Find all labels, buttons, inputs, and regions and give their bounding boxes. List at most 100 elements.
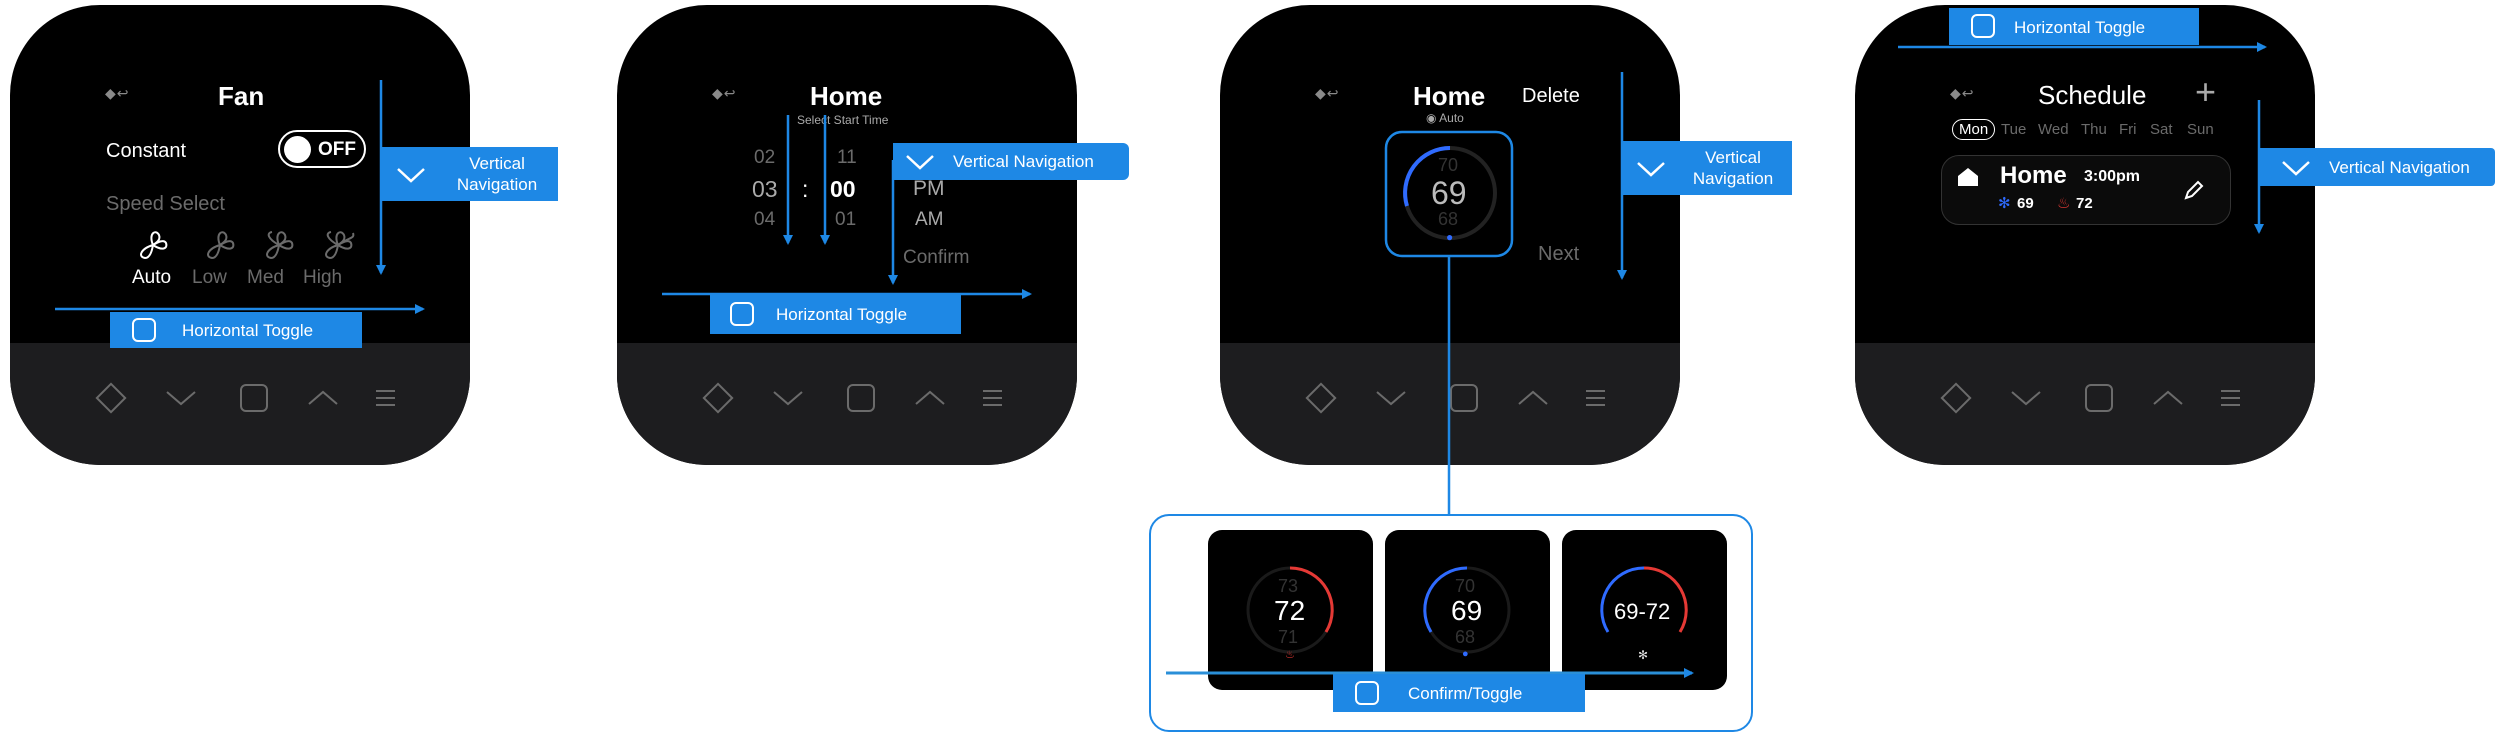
fan-auto-icon[interactable] — [128, 225, 178, 265]
home-setpoint-device-screen: ◆↩ Home Delete ◉ Auto 70 69 68 ● Next — [1220, 5, 1680, 465]
chevron-down-icon — [2011, 391, 2041, 406]
chevron-up-icon — [308, 390, 338, 405]
chevron-up-icon — [1518, 390, 1548, 405]
flame-icon: ♨ — [2057, 195, 2071, 212]
callout-label: Vertical Navigation — [2329, 158, 2470, 177]
square-icon — [730, 302, 754, 326]
day-mon[interactable]: Mon — [1952, 119, 1996, 140]
home-time-device-screen: ◆↩ Home Select Start Time 02 03 04 : 11 … — [617, 5, 1077, 465]
delete-button[interactable]: Delete — [1522, 85, 1580, 107]
square-icon — [1355, 681, 1379, 705]
square-icon — [2085, 384, 2113, 412]
hour-current[interactable]: 03 — [752, 176, 778, 202]
page-title: Home — [1413, 81, 1486, 111]
chevron-down-icon — [906, 155, 934, 170]
snowflake-icon: ✻ — [1998, 195, 2011, 212]
next-button[interactable]: Next — [1538, 243, 1580, 265]
mode-cool-main: 69 — [1451, 595, 1483, 626]
hour-prev[interactable]: 02 — [754, 147, 776, 168]
fan-low-icon[interactable] — [195, 225, 245, 265]
speed-select-label: Speed Select — [106, 193, 225, 215]
add-icon[interactable]: + — [2195, 71, 2217, 112]
diamond-icon — [95, 382, 127, 414]
page-title: Schedule — [2038, 80, 2147, 110]
back-icon[interactable]: ◆↩ — [712, 85, 737, 101]
nav-bar — [10, 343, 470, 465]
hour-next[interactable]: 04 — [754, 209, 776, 230]
chevron-down-icon — [2282, 161, 2310, 176]
day-fri[interactable]: Fri — [2119, 121, 2137, 138]
cool-drop-icon: ● — [1462, 648, 1469, 660]
chevron-down-icon — [1376, 391, 1406, 406]
day-tue[interactable]: Tue — [2001, 121, 2027, 138]
day-wed[interactable]: Wed — [2038, 121, 2069, 138]
square-icon — [1971, 14, 1995, 38]
fan-high-icon[interactable] — [313, 225, 363, 265]
confirm-button[interactable]: Confirm — [903, 247, 970, 268]
nav-bar — [1855, 343, 2315, 465]
chevron-down-icon — [1637, 162, 1665, 177]
schedule-card-time: 3:00pm — [2084, 168, 2141, 185]
constant-toggle[interactable]: OFF — [278, 130, 366, 168]
minute-current[interactable]: 00 — [830, 176, 856, 202]
schedule-card-name: Home — [2000, 162, 2067, 189]
nav-bar — [1220, 343, 1680, 465]
minute-next[interactable]: 01 — [835, 209, 857, 230]
diamond-icon — [1940, 382, 1972, 414]
day-sun[interactable]: Sun — [2187, 121, 2214, 138]
diamond-icon — [702, 382, 734, 414]
mode-auto-main: 69-72 — [1614, 599, 1671, 624]
page-title: Home — [810, 81, 883, 111]
callout-label: Vertical Navigation — [1692, 148, 1774, 188]
callout-label: Vertical Navigation — [953, 152, 1094, 171]
mode-heat-lower: 71 — [1278, 627, 1299, 647]
callout-label: Confirm/Toggle — [1408, 684, 1523, 703]
schedule-card[interactable]: Home 3:00pm ✻ 69 ♨ 72 — [1941, 155, 2231, 225]
page-subtitle: Select Start Time — [797, 113, 889, 127]
square-icon — [847, 384, 875, 412]
cool-setpoint: 69 — [2017, 195, 2034, 212]
home-icon — [1958, 168, 1978, 186]
mode-card-auto[interactable]: 69-72 ✻ — [1562, 530, 1727, 690]
back-icon[interactable]: ◆↩ — [1950, 85, 1975, 101]
heat-setpoint: 72 — [2076, 195, 2093, 212]
menu-icon — [376, 390, 395, 406]
back-icon[interactable]: ◆↩ — [1315, 85, 1340, 101]
fan-device-screen: ◆↩ Fan Constant OFF Speed Select Auto Lo… — [10, 5, 470, 465]
mode-card-cool[interactable]: 70 69 68 ● — [1385, 530, 1550, 690]
diamond-icon — [1305, 382, 1337, 414]
mode-text: Auto — [1439, 111, 1464, 125]
day-sat[interactable]: Sat — [2150, 121, 2173, 138]
speed-low-label: Low — [192, 267, 227, 288]
fan-med-icon[interactable] — [254, 225, 304, 265]
ampm-current[interactable]: PM — [913, 177, 945, 200]
horizontal-toggle-callout: Horizontal Toggle — [1949, 8, 2199, 45]
toggle-value: OFF — [318, 139, 356, 160]
horizontal-toggle-callout: Horizontal Toggle — [110, 312, 362, 348]
mode-card-heat[interactable]: 73 72 71 ♨ — [1208, 530, 1373, 690]
square-icon — [132, 318, 156, 342]
setpoint-current: 69 — [1431, 175, 1467, 211]
chevron-up-icon — [915, 390, 945, 405]
square-icon — [1450, 384, 1478, 412]
mode-heat-upper: 73 — [1278, 576, 1299, 596]
vertical-navigation-callout: Vertical Navigation — [2259, 148, 2495, 186]
auto-mode-icon: ✻ — [1638, 648, 1649, 662]
callout-label: Horizontal Toggle — [2014, 18, 2146, 37]
page-title: Fan — [218, 81, 265, 111]
nav-bar — [617, 343, 1077, 465]
speed-high-label: High — [303, 267, 343, 288]
menu-icon — [1586, 390, 1605, 406]
back-icon[interactable]: ◆↩ — [105, 85, 130, 101]
pencil-icon — [2184, 180, 2204, 200]
day-thu[interactable]: Thu — [2081, 121, 2107, 138]
minute-prev[interactable]: 11 — [837, 147, 857, 168]
chevron-up-icon — [2153, 390, 2183, 405]
cool-drop-icon: ● — [1446, 230, 1454, 244]
schedule-device-screen: ◆↩ Schedule + Mon Tue Wed Thu Fri Sat Su… — [1855, 5, 2315, 465]
vertical-navigation-callout: Vertical Navigation — [380, 147, 558, 201]
chevron-down-icon — [397, 168, 425, 183]
menu-icon — [2221, 390, 2240, 406]
menu-icon — [983, 390, 1002, 406]
ampm-next[interactable]: AM — [915, 209, 944, 230]
